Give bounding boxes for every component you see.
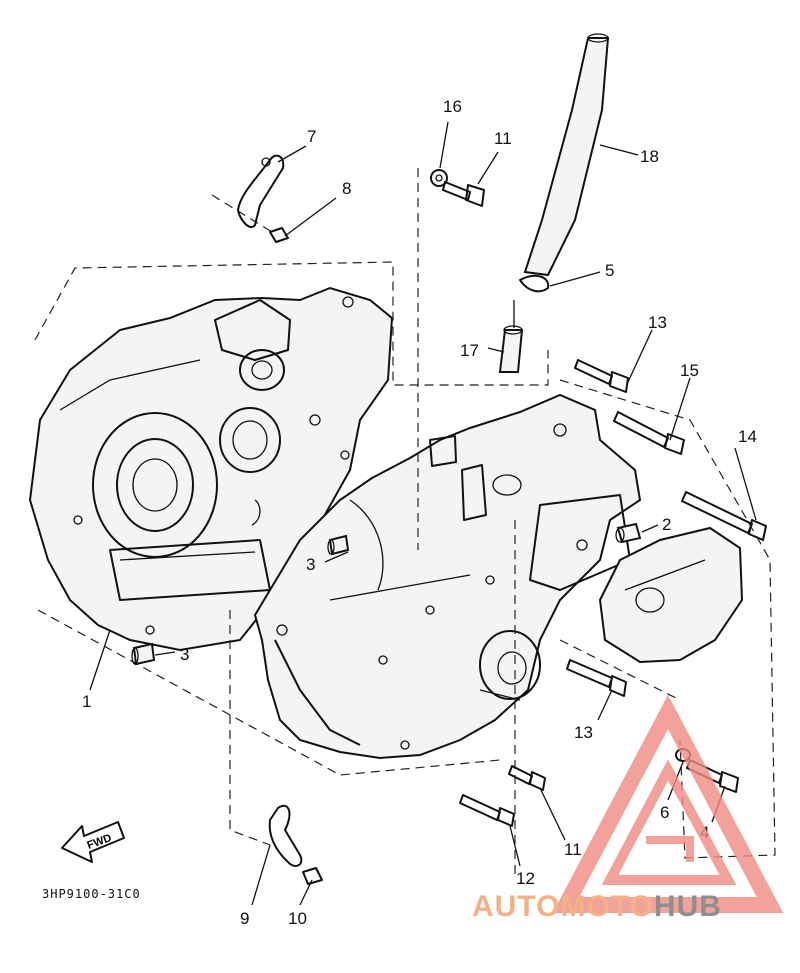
phantom-lines	[34, 168, 776, 880]
callout-2: 2	[662, 515, 671, 534]
watermark-brand: AUTOMOTOHUB	[472, 890, 722, 923]
callout-11-top: 11	[494, 129, 512, 148]
callout-1: 1	[82, 692, 91, 711]
callout-12: 12	[516, 869, 535, 888]
breather-hose	[523, 33, 610, 277]
callout-11-bottom: 11	[564, 840, 582, 859]
callout-18: 18	[640, 147, 659, 166]
callout-3-lower: 3	[180, 645, 189, 664]
dowel-pin-3-lower	[131, 642, 156, 666]
callout-3-upper: 3	[306, 555, 315, 574]
bolt-13-upper	[574, 359, 629, 393]
callout-13-upper: 13	[648, 313, 667, 332]
callout-17: 17	[460, 341, 479, 360]
callout-6: 6	[660, 803, 669, 822]
left-crankcase	[28, 286, 394, 652]
bolt-15	[613, 411, 685, 455]
callout-16: 16	[443, 97, 462, 116]
side-cover	[598, 526, 744, 664]
bolt-12	[459, 794, 515, 827]
bolt-lower	[302, 867, 323, 885]
watermark-brand-part1: AUTOMOTO	[472, 890, 654, 923]
bolt-13-lower	[566, 659, 627, 697]
callout-14: 14	[738, 427, 757, 446]
bolt-11-lower	[508, 765, 546, 791]
hose-clip	[519, 274, 550, 293]
forward-arrow-icon: FWD	[61, 821, 125, 863]
bolt-top	[442, 181, 485, 207]
upper-bracket	[237, 154, 285, 229]
bolt-small	[269, 227, 289, 243]
watermark-brand-part2: HUB	[654, 890, 722, 923]
callout-8: 8	[342, 179, 351, 198]
callout-10: 10	[288, 909, 307, 928]
callout-5: 5	[605, 261, 614, 280]
drawing-code: 3HP9100-31C0	[42, 887, 141, 901]
svg-text:AUTOMOTOHUB: AUTOMOTOHUB	[472, 890, 722, 923]
lower-bracket	[268, 804, 303, 867]
callout-7: 7	[307, 127, 316, 146]
callout-13-lower: 13	[574, 723, 593, 742]
hose-fitting	[498, 300, 524, 373]
callout-15: 15	[680, 361, 699, 380]
dowel-pin-3-upper	[327, 534, 350, 556]
right-crankcase	[253, 393, 642, 760]
dowel-pin-2	[615, 522, 642, 544]
callout-9: 9	[240, 909, 249, 928]
watermark-logo-icon	[552, 694, 784, 913]
bolt-14	[681, 491, 767, 541]
washer	[430, 169, 448, 187]
